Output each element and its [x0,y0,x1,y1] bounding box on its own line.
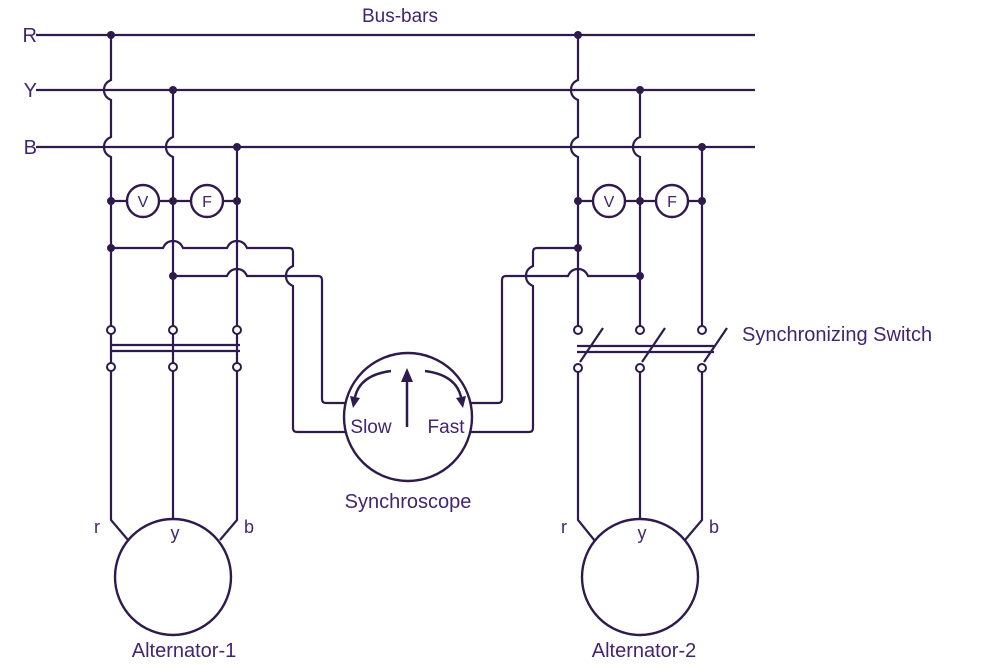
fast-label: Fast [428,417,466,438]
junction-dot [233,197,241,205]
junction-dot [107,244,115,252]
slow-arrowhead-icon [350,396,360,408]
alternator-2-terminal-r: r [561,517,567,537]
junction-dot [233,143,241,151]
frequency-meter-1 [189,183,225,219]
right-switch-terminal [697,363,707,373]
alternator-1-label: Alternator-1 [132,640,237,662]
alternator-2-circuit: V F r y b Alternator-2 [470,31,728,662]
alternator-1-machine [113,517,233,637]
left-switch-terminal [168,325,178,335]
phase-b-label: B [24,137,37,159]
left-alternator-leads [109,371,239,541]
left-switch-terminal [232,325,242,335]
bus-bars-label: Bus-bars [362,6,438,27]
left-synchroscope-wire-y [173,267,346,405]
alternator-2-terminal-y: y [638,523,647,543]
right-switch-terminal [573,363,583,373]
alternator-1-circuit: V F r y b Alternator-1 [94,31,346,662]
junction-dot [698,197,706,205]
synchronizing-switch-label: Synchronizing Switch [742,324,932,346]
frequency-meter-1-label: F [202,194,212,211]
junction-dot [107,197,115,205]
right-alternator-leads [576,372,704,542]
junction-dot [698,143,706,151]
junction-dot [574,197,582,205]
left-switch-closed-links [109,334,239,363]
alternator-1-terminal-b: b [244,517,254,537]
right-switch-blades [579,327,728,363]
right-column-y [631,90,642,326]
slow-label: Slow [350,417,391,438]
left-switch-terminal [232,362,242,372]
fast-direction-arrow-icon [424,369,463,398]
left-switch-terminal [106,362,116,372]
phase-r-label: R [23,25,37,47]
left-column-y [164,90,175,326]
right-switch-terminal [635,363,645,373]
left-switch-terminal [168,362,178,372]
alternator-2-label: Alternator-2 [592,640,697,662]
alternator-2-machine [580,517,700,637]
synchroscope: Slow Fast Synchroscope [342,351,474,513]
junction-dot [169,86,177,94]
junction-dot [636,272,644,280]
junction-dot [574,31,582,39]
needle-arrowhead-icon [401,368,413,382]
alternator-1-terminal-r: r [94,517,100,537]
left-column-r [102,35,113,326]
voltmeter-2-label: V [604,194,615,211]
junction-dot [636,86,644,94]
phase-y-label: Y [24,80,37,102]
voltmeter-1-label: V [138,194,149,211]
left-switch-terminal [106,325,116,335]
junction-dot [169,197,177,205]
voltmeter-1 [125,183,161,219]
slow-direction-arrow-icon [353,369,392,398]
alternator-2-terminal-b: b [709,517,719,537]
left-switch-bar [110,343,240,353]
voltmeter-2 [591,183,627,219]
right-switch-terminal [697,325,707,335]
right-switch-terminal [635,325,645,335]
frequency-meter-2-label: F [667,194,677,211]
junction-dot [169,272,177,280]
right-column-r [569,35,580,326]
junction-dot [107,31,115,39]
right-switch-bar [577,344,714,354]
alternator-1-terminal-y: y [171,523,180,543]
junction-dot [574,244,582,252]
fast-arrowhead-icon [456,396,466,408]
right-synchroscope-wire-y [470,267,640,405]
frequency-meter-2 [654,183,690,219]
synchroscope-label: Synchroscope [345,491,472,513]
diagram-labels: R Y B Bus-bars Synchronizing Switch [23,6,933,346]
right-switch-terminal [573,325,583,335]
left-synchroscope-wire-r [111,239,346,434]
junction-dot [636,197,644,205]
bus-bars [36,33,755,149]
